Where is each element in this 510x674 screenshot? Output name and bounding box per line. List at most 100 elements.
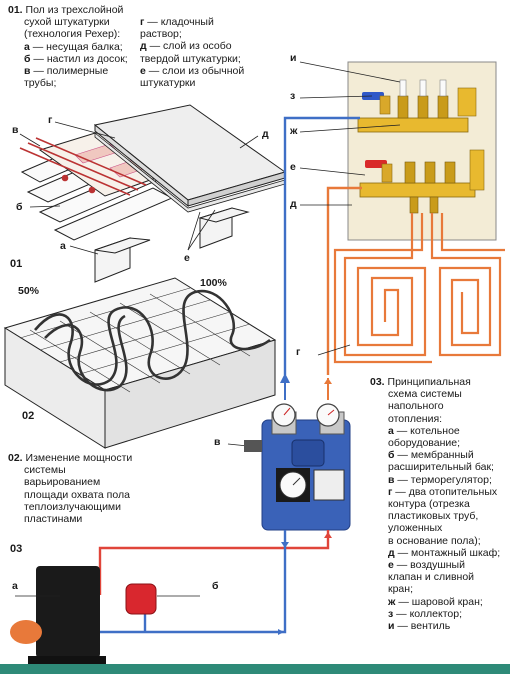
fig02-pct-50: 50% xyxy=(18,285,40,297)
legend03-key-5: г xyxy=(388,485,393,498)
section03-title-line4: отопления: xyxy=(388,412,443,425)
fig03-label-zh: ж xyxy=(290,125,298,137)
legend01-text-v2: трубы; xyxy=(24,77,57,90)
section01-title-line3: (технология Рехер): xyxy=(24,28,121,41)
legend03-key-4: в xyxy=(388,473,395,486)
legend03-key-2: б xyxy=(388,449,395,462)
legend03-text-7: пластиковых труб, xyxy=(388,510,479,523)
collector-z xyxy=(357,79,485,214)
section01-caption: 01. Пол из трехслойной сухой штукатурки … xyxy=(8,4,148,89)
legend03-text-9: в основание пола); xyxy=(388,534,481,547)
fig02-pct-100: 100% xyxy=(200,277,227,289)
section02-line1: Изменение мощности xyxy=(25,452,133,464)
section02-line4: площади охвата пола xyxy=(24,488,130,501)
legend01-text-a: — несущая балка; xyxy=(29,40,123,53)
legend03-key-10: д xyxy=(388,546,395,559)
legend03-text-14: — шаровой кран; xyxy=(395,595,483,608)
section03-title-line3: напольного xyxy=(388,400,444,413)
section02-line2: системы xyxy=(24,464,66,477)
legend01-text-e2: штукатурки xyxy=(140,77,196,90)
legend03-text-5: — два отопительных xyxy=(392,485,498,498)
legend03-text-3: расширительный бак; xyxy=(388,461,494,474)
fig02-serpentine-floor xyxy=(3,277,277,449)
fig03-label-e: е xyxy=(290,161,296,173)
legend01-key-a: а xyxy=(24,40,30,53)
legend01-text-g: — кладочный xyxy=(144,16,214,28)
legend03-text-0: — котельное xyxy=(393,424,460,437)
fig03-heating-scheme xyxy=(10,61,505,664)
legend03-key-16: и xyxy=(388,620,395,633)
section02-line3: варьированием xyxy=(24,476,101,489)
heating-pipes-v xyxy=(19,137,147,196)
legend03-key-14: ж xyxy=(388,595,396,608)
section01-title-line1: Пол из трехслойной xyxy=(25,4,124,16)
fig01-leaders xyxy=(19,121,259,255)
heating-pipe-serpentine xyxy=(34,289,271,392)
legend03-text-8: уложенных xyxy=(388,522,443,535)
fig03-label-g: г xyxy=(296,346,301,358)
legend03-key-15: з xyxy=(388,607,394,620)
ball-valves-zh xyxy=(362,92,393,183)
fig01-label-d: д xyxy=(262,128,269,140)
supply-return-lines xyxy=(283,116,362,375)
floor-circuits-g xyxy=(333,213,505,364)
legend01-text-e: — слои из обычной xyxy=(145,64,245,77)
legend03-text-4: — терморегулятор; xyxy=(394,473,492,486)
legend03-text-1: оборудование; xyxy=(388,437,461,450)
fig01-label-g: г xyxy=(48,114,53,126)
legend03-text-12: клапан и сливной xyxy=(388,571,475,584)
section02-line6: пластинами xyxy=(24,513,83,526)
fig03-label-z: з xyxy=(290,90,296,102)
fig01-label-a: а xyxy=(60,240,66,252)
section01-title-line2: сухой штукатурки xyxy=(24,16,110,29)
legend03-text-2: — мембранный xyxy=(394,449,474,462)
fig01-layered-floor xyxy=(19,104,287,283)
fig03-label-v: в xyxy=(214,436,221,448)
fig03-leaders xyxy=(227,61,401,447)
bottom-accent-bar xyxy=(0,664,510,674)
fig03-label-d: д xyxy=(290,198,297,210)
legend01-key-v: в xyxy=(24,65,31,78)
legend01-key-e: е xyxy=(140,64,146,77)
section02-caption: 02. Изменение мощности системы варьирова… xyxy=(8,452,148,525)
beam-a xyxy=(94,207,250,283)
legend01-key-g: г xyxy=(140,16,145,28)
section03-number: 03. xyxy=(370,376,385,388)
legend03-text-13: кран; xyxy=(388,583,413,596)
fig01-label-v: в xyxy=(12,124,19,136)
fig03-number: 03 xyxy=(10,543,23,555)
legend03-text-16: — вентиль xyxy=(394,620,451,633)
pump-arrows xyxy=(280,373,332,400)
legend01-text-d: — слой из особо xyxy=(146,40,232,53)
section03-caption: 03. Принципиальная схема системы напольн… xyxy=(370,376,506,632)
fig01-label-e: е xyxy=(184,252,190,264)
legend01-text-g2: раствор; xyxy=(140,28,182,41)
legend01-text-b: — настил из досок; xyxy=(30,52,128,65)
legend01-text-d2: твердой штукатурки; xyxy=(140,52,241,65)
section01-caption-right: г — кладочный раствор; д — слой из особо… xyxy=(140,16,270,89)
pump-group-v xyxy=(244,403,351,531)
legend03-text-15: — коллектор; xyxy=(393,607,462,620)
fig03-label-a: а xyxy=(12,580,18,592)
legend03-text-6: контура (отрезка xyxy=(388,498,470,511)
legend03-key-11: е xyxy=(388,559,394,572)
section03-title-line1: Принципиальная xyxy=(387,376,471,388)
expansion-tank-b xyxy=(125,583,157,615)
legend03-text-11: — воздушный xyxy=(393,559,465,572)
boiler-a xyxy=(10,566,106,664)
section02-line5: теплоизлучающими xyxy=(24,500,122,513)
plaster-slab-d xyxy=(93,104,287,213)
section03-title-line2: схема системы xyxy=(388,388,462,401)
fig01-number: 01 xyxy=(10,258,23,270)
legend01-key-b: б xyxy=(24,52,31,65)
legend03-key-0: а xyxy=(388,424,394,437)
fig01-label-b: б xyxy=(16,201,23,213)
legend03-text-10: — монтажный шкаф; xyxy=(394,546,501,559)
legend01-text-v: — полимерные xyxy=(30,65,109,78)
fig03-label-i: и xyxy=(290,52,297,64)
fig02-number: 02 xyxy=(22,410,35,422)
section01-number: 01. xyxy=(8,4,23,16)
section02-number: 02. xyxy=(8,452,23,464)
legend01-key-d: д xyxy=(140,40,147,53)
